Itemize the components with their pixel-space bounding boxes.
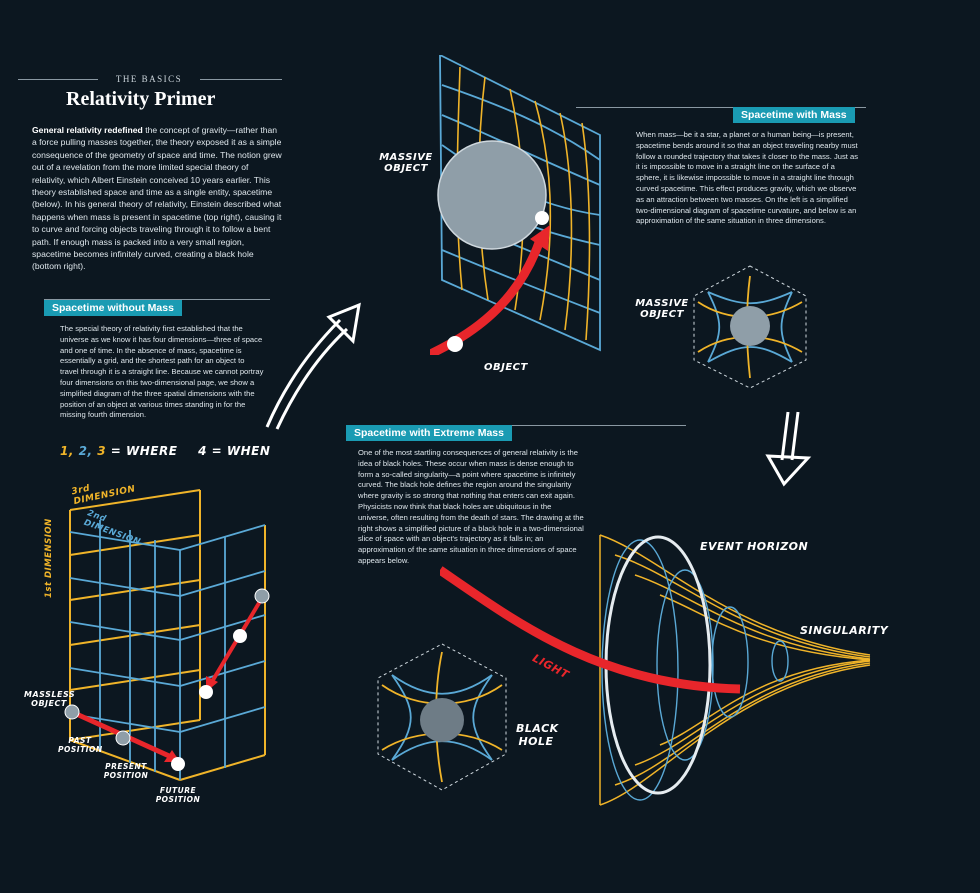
extreme-mass-text: One of the most startling consequences o…	[358, 448, 584, 565]
legend-num-3: 3	[97, 444, 107, 458]
page-title: Relativity Primer	[66, 88, 216, 110]
without-mass-text: The special theory of relativity first e…	[60, 324, 264, 420]
rule-with-mass	[576, 107, 866, 108]
arrow-down	[765, 411, 812, 487]
funnel-grid-yellow	[599, 534, 871, 806]
present-position-label: PRESENT POSITION	[103, 762, 149, 780]
rule-without-mass	[44, 299, 270, 300]
legend-where: = WHERE	[110, 444, 178, 458]
massless-object-label: MASSLESS OBJECT	[24, 690, 76, 708]
rule-extreme-mass	[346, 425, 686, 426]
grid-front-yellow	[69, 489, 266, 781]
singularity-label: SINGULARITY	[800, 624, 889, 637]
massive-object-label-1: MASSIVE OBJECT	[379, 152, 433, 174]
bh-cube-blue-curves	[391, 674, 493, 761]
light-path	[440, 566, 741, 694]
upper-object-dot-3	[199, 685, 213, 699]
orbit-path-2d	[430, 238, 545, 355]
dim1-label: 1st DIMENSION	[44, 518, 54, 598]
black-hole-funnel	[440, 534, 871, 806]
intro-paragraph: General relativity redefined the concept…	[32, 124, 282, 273]
label-extreme-mass: Spacetime with Extreme Mass	[346, 425, 512, 441]
massive-object-label-2: MASSIVE OBJECT	[635, 298, 689, 320]
kicker-rule-right	[200, 79, 282, 80]
intro-lead: General relativity redefined	[32, 125, 143, 135]
future-position-dot	[171, 757, 185, 771]
section-kicker: THE BASICS	[115, 74, 183, 84]
curved-grid-2d	[430, 55, 601, 355]
massive-object-sphere	[437, 140, 547, 250]
present-position-dot	[115, 730, 131, 746]
upper-object-dot-1	[254, 588, 270, 604]
legend-num-1: 1,	[60, 444, 74, 458]
bh-cube-outline	[377, 643, 507, 791]
cube-blue-curves	[707, 291, 793, 363]
object-trajectory-right	[206, 596, 264, 692]
kicker-rule-left	[18, 79, 98, 80]
spacetime-grid-diagram	[64, 489, 270, 781]
legend-num-2: 2,	[78, 444, 93, 458]
legend-when: 4 = WHEN	[198, 444, 271, 458]
orbiting-object-dot	[535, 211, 549, 225]
black-hole-sphere	[420, 698, 464, 742]
label-without-mass: Spacetime without Mass	[44, 300, 182, 316]
past-position-label: PAST POSITION	[58, 736, 103, 754]
with-mass-text: When mass—be it a star, a planet or a hu…	[636, 130, 859, 226]
object-start-dot	[447, 336, 463, 352]
arrow-up-right	[265, 302, 361, 430]
future-position-label: FUTURE POSITION	[155, 786, 201, 804]
intro-text: the concept of gravity—rather than a for…	[32, 125, 282, 272]
black-hole-label: BLACK HOLE	[516, 722, 559, 748]
funnel-grid-blue	[601, 539, 789, 801]
orbit-path-arrowhead	[530, 225, 550, 251]
event-horizon-label: EVENT HORIZON	[700, 540, 809, 553]
object-label: OBJECT	[484, 362, 528, 373]
upper-object-dot-2	[233, 629, 247, 643]
label-with-mass: Spacetime with Mass	[733, 107, 855, 123]
curved-cube-3d	[693, 265, 807, 389]
dimension-legend: 1, 2, 3 = WHERE 4 = WHEN	[60, 444, 270, 458]
massless-object-dot	[64, 704, 80, 720]
black-hole-cube-3d	[377, 643, 507, 791]
massive-object-3d	[730, 306, 770, 346]
